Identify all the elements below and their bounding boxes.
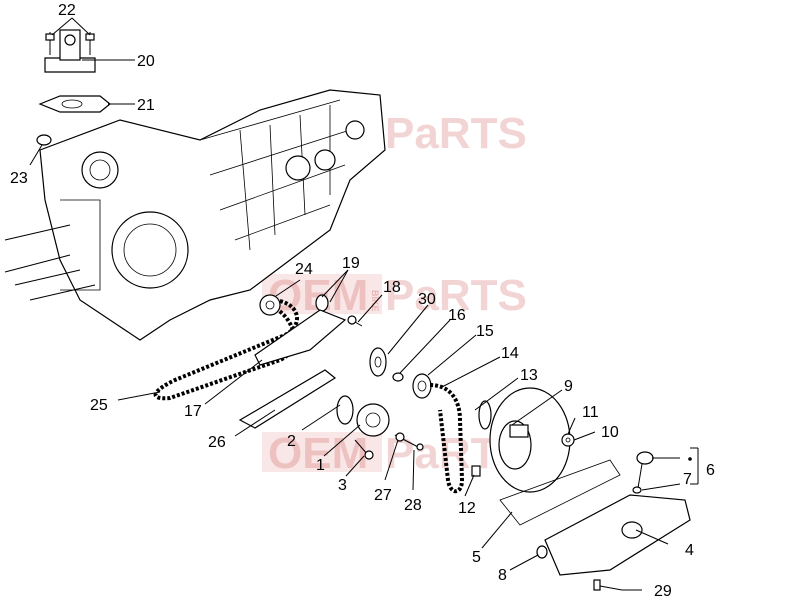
leader-lines [29, 17, 699, 591]
part-14-chain [429, 383, 465, 494]
part-26-guide [238, 369, 337, 429]
callout-22[interactable]: 22 [58, 2, 76, 19]
part-10-11-fastener [561, 433, 575, 447]
callout-12[interactable]: 12 [458, 500, 476, 517]
callout-13[interactable]: 13 [520, 367, 538, 384]
crankcase-drawing [4, 89, 386, 341]
callout-18[interactable]: 18 [383, 279, 401, 296]
callout-29[interactable]: 29 [654, 583, 672, 600]
part-5-gasket [499, 459, 621, 526]
callout-5[interactable]: 5 [472, 549, 481, 566]
part-20-cover [44, 29, 96, 73]
callout-6[interactable]: 6 [706, 462, 715, 479]
callout-11[interactable]: 11 [582, 404, 599, 421]
callout-27[interactable]: 27 [374, 487, 392, 504]
callout-30[interactable]: 30 [418, 291, 436, 308]
part-8-plug [536, 545, 548, 559]
callout-23[interactable]: 23 [10, 170, 28, 187]
callout-3[interactable]: 3 [338, 477, 347, 494]
part-18-bolt [347, 315, 363, 327]
callout-7[interactable]: 7 [683, 471, 692, 488]
part-17-guide [254, 309, 347, 366]
part-6-dipstick [632, 451, 654, 494]
part-13-seal [478, 400, 492, 430]
part-9-pump-cover [489, 387, 571, 493]
callout-1[interactable]: 1 [316, 457, 325, 474]
part-1-2-oil-pump [336, 395, 390, 437]
callout-24[interactable]: 24 [295, 261, 313, 278]
callout-15[interactable]: 15 [476, 323, 494, 340]
callout-20[interactable]: 20 [137, 53, 155, 70]
part-27-28-shaft [394, 432, 424, 451]
callout-16[interactable]: 16 [448, 307, 466, 324]
callout-19[interactable]: 19 [342, 255, 360, 272]
watermark-bike-text: BIKE [370, 290, 380, 312]
part-19-bushing [315, 294, 329, 312]
part-30-washer [369, 347, 387, 377]
watermark-parts-text-1: PaRTS [385, 109, 527, 158]
callout-9[interactable]: 9 [564, 378, 573, 395]
part-24-sprocket [259, 294, 281, 316]
part-23-oring [36, 134, 52, 146]
callout-2[interactable]: 2 [287, 433, 296, 450]
callout-10[interactable]: 10 [601, 424, 619, 441]
callout-26[interactable]: 26 [208, 434, 226, 451]
watermark-parts-text-2: PaRTS [385, 271, 527, 320]
callout-8[interactable]: 8 [498, 567, 507, 584]
watermark-3: OEM PaRTS [262, 429, 527, 478]
part-3-bolt [354, 439, 374, 460]
part-21-gasket [38, 95, 111, 113]
callout-25[interactable]: 25 [90, 397, 108, 414]
part-16-ring [392, 372, 404, 382]
callout-21[interactable]: 21 [137, 97, 155, 114]
callout-labels: 1 2 3 4 5 6 7 8 9 10 11 12 13 14 15 16 1… [10, 2, 715, 600]
part-15-sprocket [412, 373, 432, 399]
callout-17[interactable]: 17 [184, 403, 202, 420]
part-4-oil-sump [544, 494, 691, 576]
part-29-screw [593, 579, 623, 591]
part-12-pin [471, 465, 481, 477]
bracket-dot [688, 457, 692, 461]
callout-4[interactable]: 4 [685, 542, 694, 559]
callout-28[interactable]: 28 [404, 497, 422, 514]
callout-14[interactable]: 14 [501, 345, 519, 362]
